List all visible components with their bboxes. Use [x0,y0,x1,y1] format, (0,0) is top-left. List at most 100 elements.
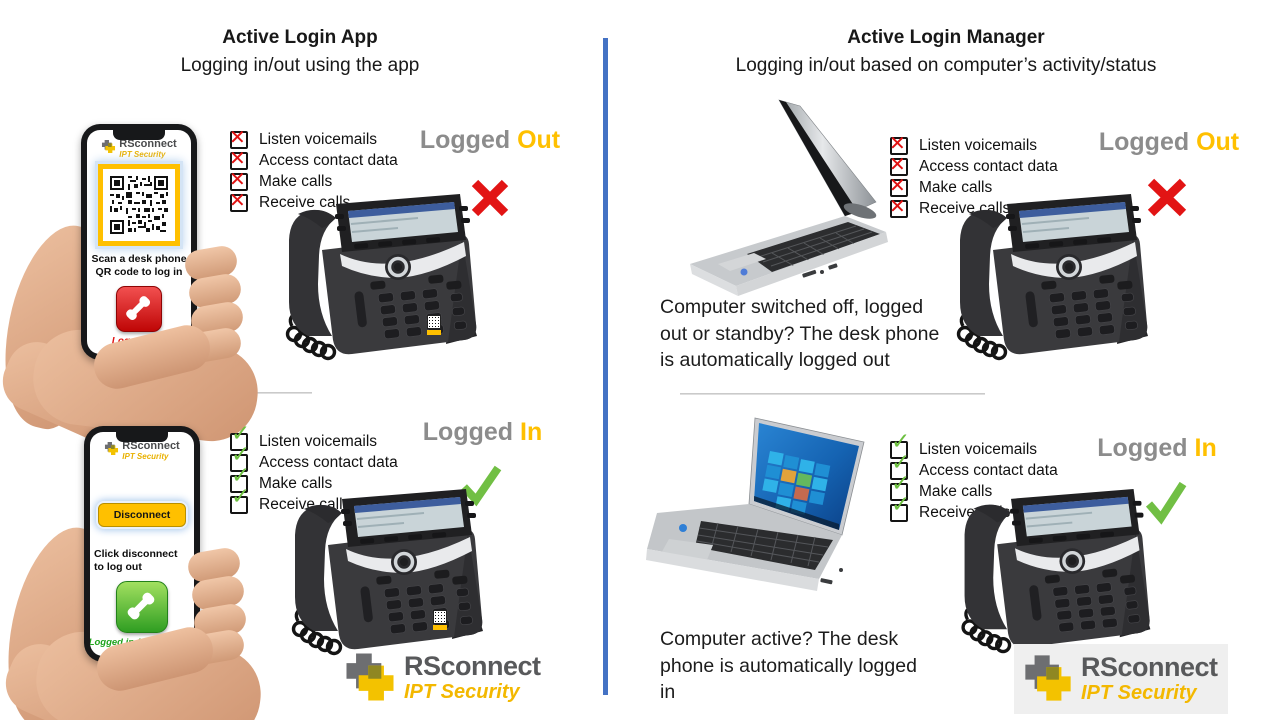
list-item: ✓ Make calls [230,465,398,493]
phone-screen-caption: Click disconnect to log out [94,548,178,574]
phone-brand: RSconnect IPT Security [101,138,177,159]
checkbox-x-icon: ✕ [229,190,248,212]
phone-brand-name: RSconnect [122,440,180,452]
right-section-divider [680,393,985,395]
check-mark-icon [458,462,504,508]
phone-screen-caption: Scan a desk phone QR code to log in [91,253,187,279]
handset-icon [123,588,161,626]
phone-brand: RSconnect IPT Security [104,440,180,461]
check-mark-icon [1144,478,1188,526]
checkbox-x-icon: ✕ [229,127,248,149]
phone-brand-sub: IPT Security [119,149,166,159]
caption-logged-out: Computer switched off, logged out or sta… [660,296,940,372]
checkbox-check-icon: ✓ [890,494,910,522]
status-word: Logged [1098,128,1190,156]
list-item: ✓ Listen voicemails [230,423,398,451]
checkbox-check-icon: ✓ [230,486,250,514]
status-word-accent: Out [517,126,561,154]
list-item: ✓ Listen voicemails [890,431,1058,459]
x-mark-icon [1146,175,1188,219]
checkbox-check-icon: ✓ [890,452,910,480]
caption-logged-in: Computer active? The desk phone is autom… [660,628,917,704]
list-item: ✕ Access contact data [229,148,398,170]
laptop-open-image [646,417,865,591]
checkbox-x-icon: ✕ [229,169,248,191]
phone-qr-sticker [433,610,447,630]
checkbox-check-icon: ✓ [230,465,250,493]
status-word-accent: In [1194,434,1217,462]
desk-phone-image [948,190,1155,362]
checkbox-x-icon: ✕ [889,175,908,197]
status-word: Logged [419,126,511,154]
status-label-logged-in: Logged In [405,418,560,447]
checkbox-x-icon: ✕ [889,196,908,218]
checkbox-x-icon: ✕ [229,148,248,170]
phone-brand-name: RSconnect [119,138,177,150]
list-item: ✓ Make calls [890,473,1058,501]
check-item-label: Listen voicemails [919,137,1038,154]
phone-notch [113,130,165,140]
status-word: Logged [1097,434,1188,462]
checkbox-check-icon: ✓ [890,431,910,459]
status-word: Logged [422,418,514,446]
left-panel-subtitle: Logging in/out using the app [180,55,420,76]
list-item: ✕ Make calls [229,169,398,191]
rsconnect-logo: RSconnect IPT Security [343,648,541,706]
logo-name: RSconnect [404,650,541,681]
check-item-label: Access contact data [919,462,1058,479]
check-item-label: Listen voicemails [259,131,378,148]
laptop-closed-image [690,99,888,296]
check-item-label: Make calls [919,483,993,500]
status-label-logged-in: Logged In [1082,434,1232,463]
check-item-label: Access contact data [259,152,398,169]
phone-screen-logged-in: RSconnect IPT Security Disconnect Click … [90,432,194,656]
checkbox-check-icon: ✓ [890,473,910,501]
phone-qr-sticker [427,315,441,335]
phone-brand-sub: IPT Security [122,451,169,461]
logo-subtitle: IPT Security [404,680,520,703]
list-item: ✕ Listen voicemails [889,133,1058,155]
checkbox-x-icon: ✕ [889,154,908,176]
desk-phone-image [283,485,490,657]
check-item-label: Receive calls [259,194,351,211]
check-item-label: Make calls [259,173,333,190]
rsconnect-logo: RSconnect IPT Security [1014,644,1228,714]
checkbox-x-icon: ✕ [889,133,908,155]
status-word-accent: In [520,418,543,446]
check-item-label: Make calls [259,475,333,492]
list-item: ✕ Make calls [889,175,1058,197]
phone-app-icon-red [116,285,162,332]
desk-phone-image [278,190,483,362]
list-item: ✓ Access contact data [230,444,398,472]
qr-code [98,164,180,247]
desk-phone-image [950,485,1160,655]
rsconnect-logo-icon [101,139,116,154]
feature-checklist-denied: ✕ Listen voicemails ✕ Access contact dat… [229,127,398,212]
list-item: ✓ Access contact data [890,452,1058,480]
status-label-logged-out: Logged Out [1089,128,1249,157]
logo-name: RSconnect [1081,651,1218,682]
list-item: ✕ Listen voicemails [229,127,398,149]
check-item-label: Listen voicemails [919,441,1038,458]
phone-screen-logged-out: RSconnect IPT Security Scan a desk phone… [87,130,191,354]
hand-holding-phone-logged-in: RSconnect IPT Security Disconnect Click … [0,414,318,720]
vertical-divider [603,38,608,695]
rsconnect-logo-icon [343,648,397,706]
x-mark-icon [470,177,510,219]
hand-holding-phone-logged-out: RSconnect IPT Security Scan a desk phone… [0,112,315,458]
check-item-label: Access contact data [259,454,398,471]
rsconnect-logo-icon [104,441,119,456]
rsconnect-logo-icon [1022,650,1074,706]
right-panel-subtitle: Logging in/out based on computer’s activ… [735,55,1157,76]
left-panel-title: Active Login App [222,27,378,48]
check-item-label: Access contact data [919,158,1058,175]
logo-subtitle: IPT Security [1081,681,1197,704]
phone-notch [116,432,168,442]
check-item-label: Listen voicemails [259,433,378,450]
checkbox-check-icon: ✓ [230,444,250,472]
handset-icon [122,292,156,326]
list-item: ✕ Receive calls [229,190,398,212]
status-label-logged-out: Logged Out [410,126,570,155]
list-item: ✕ Access contact data [889,154,1058,176]
